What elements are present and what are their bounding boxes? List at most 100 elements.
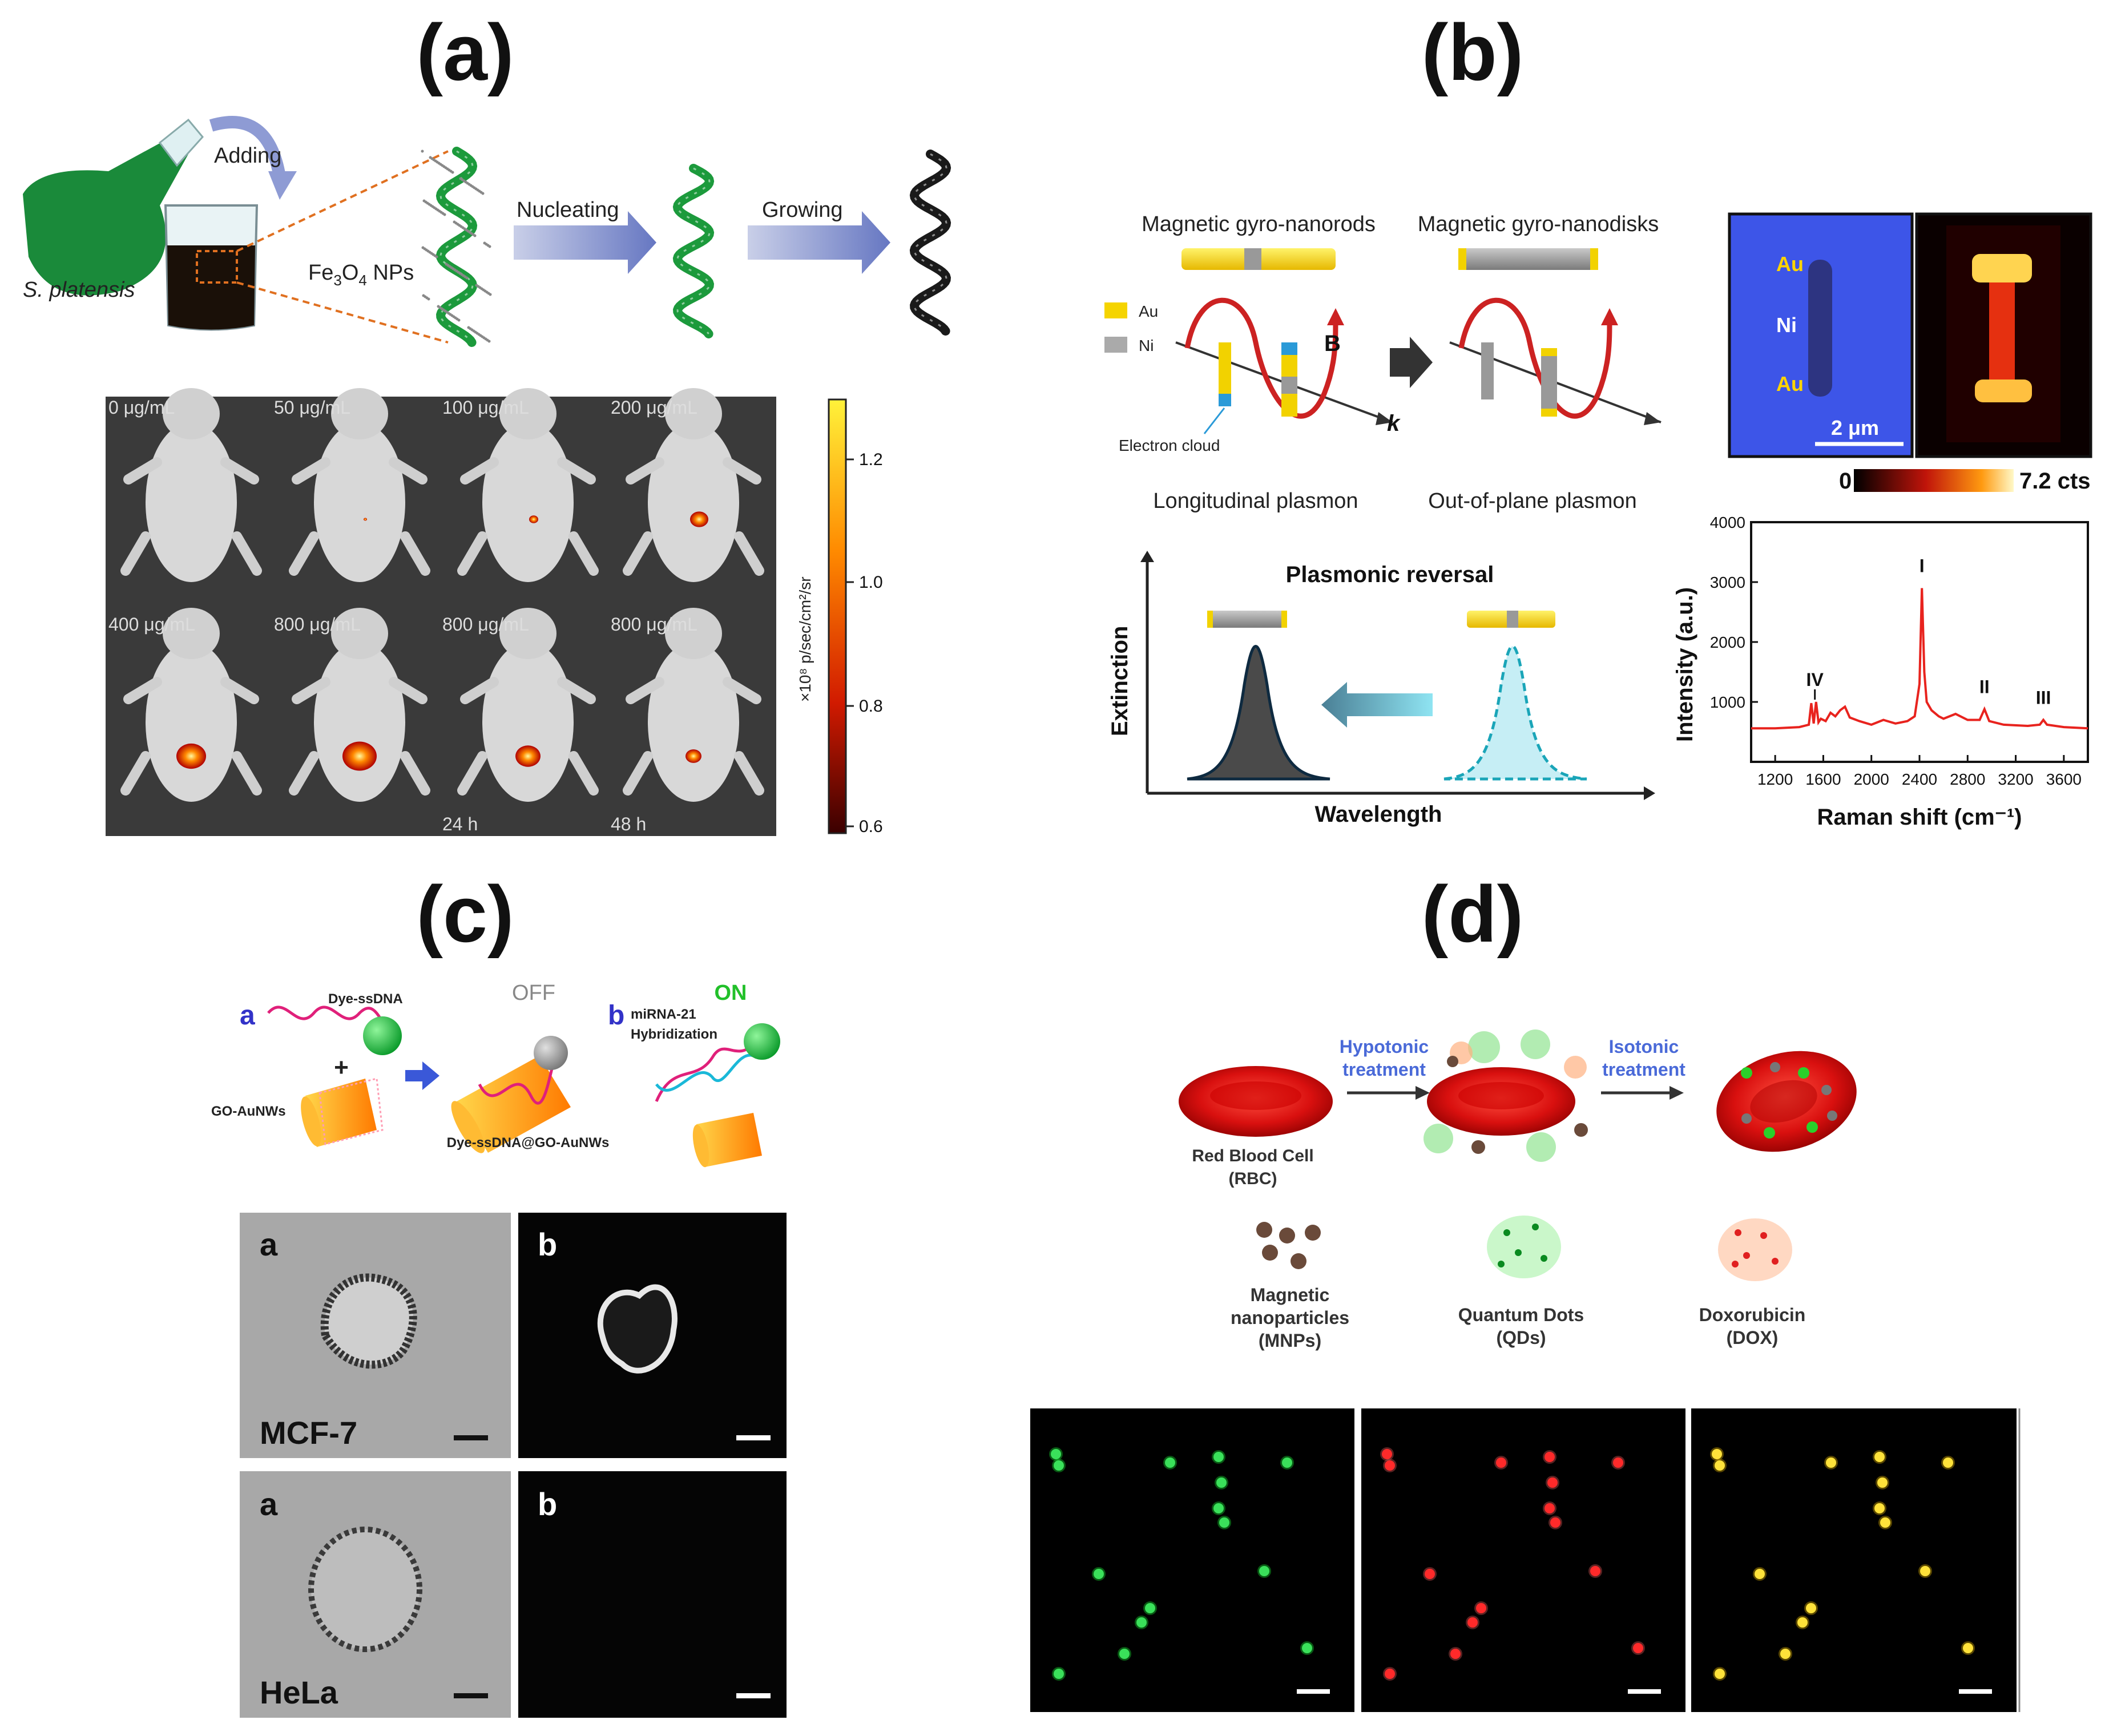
signal-spot (515, 745, 541, 767)
svg-text:Au: Au (1776, 372, 1804, 395)
signal-spot (364, 518, 367, 521)
off-label: OFF (512, 981, 555, 1005)
nucleating-label: Nucleating (517, 198, 619, 222)
black-peak (1187, 645, 1330, 781)
scale-bar (736, 1435, 771, 1440)
mouse-image (289, 608, 430, 802)
cell-dot (1613, 1458, 1623, 1468)
qd-icon (1487, 1216, 1561, 1278)
hybridization-label: Hybridization (631, 1027, 717, 1042)
signal-spot (690, 511, 708, 527)
panel-label-d: (d) (1422, 869, 1524, 959)
svg-text:(DOX): (DOX) (1727, 1327, 1779, 1348)
helix-with-nps (421, 147, 492, 347)
cell-dot (1219, 1517, 1229, 1528)
raman-map (1915, 212, 2092, 458)
svg-text:400 μg/mL: 400 μg/mL (108, 614, 195, 635)
svg-text:Hypotonic: Hypotonic (1340, 1036, 1429, 1057)
y-tick-label: 4000 (1710, 514, 1745, 531)
electron-cloud-pointer (1203, 407, 1225, 434)
peak-annotation: IV (1806, 669, 1824, 690)
on-label: ON (715, 981, 747, 1005)
svg-text:(QDs): (QDs) (1496, 1327, 1546, 1348)
colorbar-label: ×10⁸ p/sec/cm²/sr (796, 576, 814, 702)
svg-text:800 μg/mL: 800 μg/mL (274, 614, 361, 635)
svg-text:Ni: Ni (1776, 313, 1797, 337)
svg-text:0: 0 (1839, 469, 1852, 494)
cell-dot (1874, 1452, 1885, 1462)
cell-dot (1550, 1517, 1560, 1528)
signal-spot (529, 515, 538, 523)
mouse-image (457, 608, 599, 802)
cell-dot (1963, 1643, 1973, 1653)
svg-text:+: + (334, 1053, 349, 1081)
cell-dot (1880, 1517, 1890, 1528)
svg-text:7.2 cts: 7.2 cts (2019, 469, 2091, 494)
peak-annotation: III (2036, 688, 2051, 708)
cell-dot (1385, 1460, 1395, 1471)
filled-rbc-icon (1716, 1051, 1857, 1152)
cell-dot (1806, 1603, 1816, 1613)
longitudinal-wave (1175, 297, 1393, 425)
cell-dot (1545, 1503, 1555, 1513)
scale-bar (736, 1693, 771, 1698)
red-channel-image (1361, 1408, 1685, 1712)
svg-text:800 μg/mL: 800 μg/mL (611, 614, 697, 635)
svg-text:0.8: 0.8 (859, 697, 883, 716)
luminescence-colorbar: 1.2 1.0 0.8 0.6 ×10⁸ p/sec/cm²/sr (796, 398, 883, 836)
beaker-icon (164, 204, 259, 331)
complex-icon (451, 1036, 571, 1153)
x-tick-label: 3600 (2046, 770, 2082, 788)
growing-arrow (748, 211, 890, 274)
x-tick-label: 2800 (1950, 770, 1985, 788)
cell-dot (1136, 1617, 1147, 1628)
cell-dot (1715, 1669, 1725, 1679)
adding-arrow (209, 116, 286, 178)
duplex-strand-1 (655, 1043, 755, 1102)
svg-text:200 μg/mL: 200 μg/mL (611, 397, 697, 418)
svg-text:1.2: 1.2 (859, 450, 883, 469)
panel-label-a: (a) (416, 7, 514, 97)
cell-dot (1780, 1649, 1791, 1659)
svg-text:b: b (538, 1486, 557, 1522)
svg-text:100 μg/mL: 100 μg/mL (442, 397, 529, 418)
peak-annotation: II (1979, 677, 1990, 697)
merged-channel-image (1691, 1408, 2017, 1712)
optical-micrograph: Au Ni Au 2 μm (1728, 212, 1914, 458)
nucleating-arrow (514, 211, 656, 274)
field-b-label: B (1324, 331, 1341, 356)
nps-label: Fe3O4 NPs (308, 261, 414, 289)
time-label-24h: 24 h (442, 814, 478, 834)
scale-bar (454, 1693, 488, 1698)
svg-text:(MNPs): (MNPs) (1259, 1330, 1321, 1351)
svg-text:treatment: treatment (1342, 1059, 1426, 1080)
cell-dot (1282, 1458, 1292, 1468)
dye-green-icon (363, 1016, 402, 1055)
svg-text:Magnetic: Magnetic (1251, 1285, 1330, 1305)
transform-arrow (1390, 337, 1433, 388)
raman-x-axis-label: Raman shift (cm⁻¹) (1817, 805, 2022, 830)
svg-text:0.6: 0.6 (859, 817, 883, 836)
gold-nanorod (1181, 248, 1336, 270)
cell-dot (1476, 1603, 1486, 1613)
electron-cloud-label: Electron cloud (1119, 437, 1220, 454)
cell-image-grid: a MCF-7 b a HeLa b (240, 1213, 787, 1718)
cell-dot (1094, 1569, 1104, 1579)
out-of-plane-plasmon-label: Out-of-plane plasmon (1428, 489, 1636, 513)
cell-dot (1547, 1477, 1558, 1488)
signal-spot (342, 741, 377, 771)
cell-dot (1633, 1643, 1643, 1653)
svg-text:a: a (260, 1486, 278, 1522)
raman-intensity-colorbar: 0 7.2 cts (1839, 469, 2091, 494)
fluorescence-micrographs (1030, 1408, 2021, 1712)
longitudinal-plasmon-label: Longitudinal plasmon (1153, 489, 1358, 513)
scale-bar (1959, 1689, 1992, 1694)
adding-label: Adding (214, 144, 281, 168)
flask-icon (23, 118, 204, 296)
svg-text:Quantum Dots: Quantum Dots (1458, 1305, 1584, 1325)
mouse-image (623, 608, 764, 802)
cell-dot (1920, 1566, 1930, 1576)
mcf7-fluorescent-cell (597, 1284, 678, 1374)
